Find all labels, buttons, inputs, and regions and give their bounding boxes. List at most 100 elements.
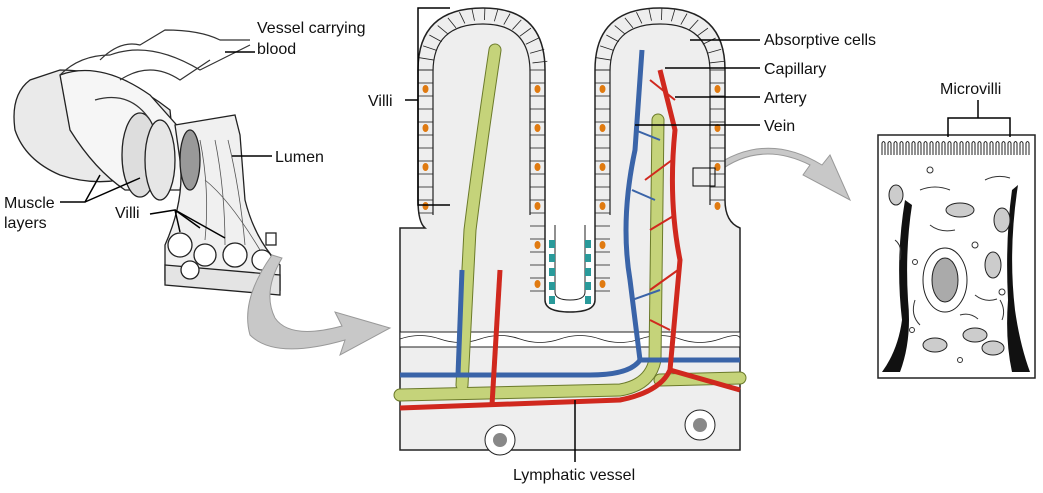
label-vein: Vein [764,118,795,135]
label-muscle-layers: Muscle [4,195,55,212]
label-lymphatic-vessel: Lymphatic vessel [513,467,635,484]
microvillus [995,141,1000,155]
cell-nucleus [422,124,429,132]
cell-divider [689,19,699,30]
cell-divider [707,48,722,54]
microvillus [953,141,958,155]
crypt-cell [585,240,591,248]
cell-nucleus [599,241,606,249]
microvillus [977,141,982,155]
cell-divider [624,17,634,29]
cell-nucleus [714,85,721,93]
microvillus [905,141,910,155]
cell-nucleus [714,202,721,210]
vein [400,49,740,378]
crypt-cell [585,282,591,290]
cell-divider [493,9,499,22]
microvillus [989,141,994,155]
label-muscle-layers-2: layers [4,215,47,232]
label-microvilli: Microvilli [940,81,1001,98]
microvillus [965,141,970,155]
cell-divider [530,48,545,54]
label-vessel-carrying-blood-2: blood [257,41,296,58]
microvillus [1019,141,1024,155]
crypt-cell [549,296,555,304]
microvillus [1025,141,1030,155]
absorptive-cell [877,134,1036,379]
cell-divider [503,13,511,25]
crypt-cell [549,268,555,276]
crypt-cell [585,268,591,276]
cell-divider [525,37,539,45]
cell-divider [471,8,475,21]
microvillus [971,141,976,155]
microvillus [1007,141,1012,155]
microvillus [893,141,898,155]
leader-lines-left [60,51,272,239]
cell-nucleus [534,241,541,249]
cell-divider [459,12,466,24]
absorptive-cell-layer [418,8,725,304]
villi-cross-section [393,7,747,456]
cell-nucleus [422,163,429,171]
cell-divider [680,13,688,25]
cell-divider [596,57,612,61]
cell-divider [532,60,548,64]
intestine-segment [13,69,281,296]
microvillus [959,141,964,155]
cell-divider [614,25,626,35]
crypt-cell [585,254,591,262]
cell-nucleus [599,202,606,210]
cell-divider [648,8,652,21]
cell-divider [419,57,435,61]
cell-divider [437,25,449,35]
cell-nucleus [599,124,606,132]
microvillus [983,141,988,155]
crypt-cell [549,282,555,290]
cell-nucleus [714,124,721,132]
cell-divider [709,60,725,64]
vessel-carrying-blood [59,29,251,121]
cell-divider [512,19,522,30]
microvillus [929,141,934,155]
cell-nucleus [534,280,541,288]
cell-divider [670,9,676,22]
label-villi-center: Villi [368,93,393,110]
cell-divider [429,34,442,43]
cell-divider [702,37,716,45]
cell-nucleus [422,202,429,210]
artery [399,69,741,411]
cell-nucleus [599,163,606,171]
label-absorptive-cells: Absorptive cells [764,32,876,49]
label-villi-left: Villi [115,205,140,222]
microvillus [881,141,886,155]
label-lumen: Lumen [275,149,324,166]
cell-divider [447,17,457,29]
cell-divider [636,12,643,24]
microvillus [911,141,916,155]
cell-nucleus [599,280,606,288]
microvillus [947,141,952,155]
microvilli [881,141,1030,155]
crypt-cell [549,254,555,262]
microvillus [899,141,904,155]
microvillus [923,141,928,155]
cell-divider [696,27,709,37]
cell-nucleus [534,124,541,132]
microvillus [887,141,892,155]
microvillus [1013,141,1018,155]
cell-nucleus [599,85,606,93]
microvillus [917,141,922,155]
leader-lines-middle [405,7,760,462]
label-artery: Artery [764,90,807,107]
cell-nucleus [534,85,541,93]
crypt-cell [585,296,591,304]
cell-divider [606,34,619,43]
label-vessel-carrying-blood: Vessel carrying [257,20,366,37]
cell-nucleus [534,163,541,171]
zoom-arrow-2 [711,147,852,202]
cell-divider [519,27,532,37]
zoom-arrow-1 [247,254,392,357]
microvillus [1001,141,1006,155]
